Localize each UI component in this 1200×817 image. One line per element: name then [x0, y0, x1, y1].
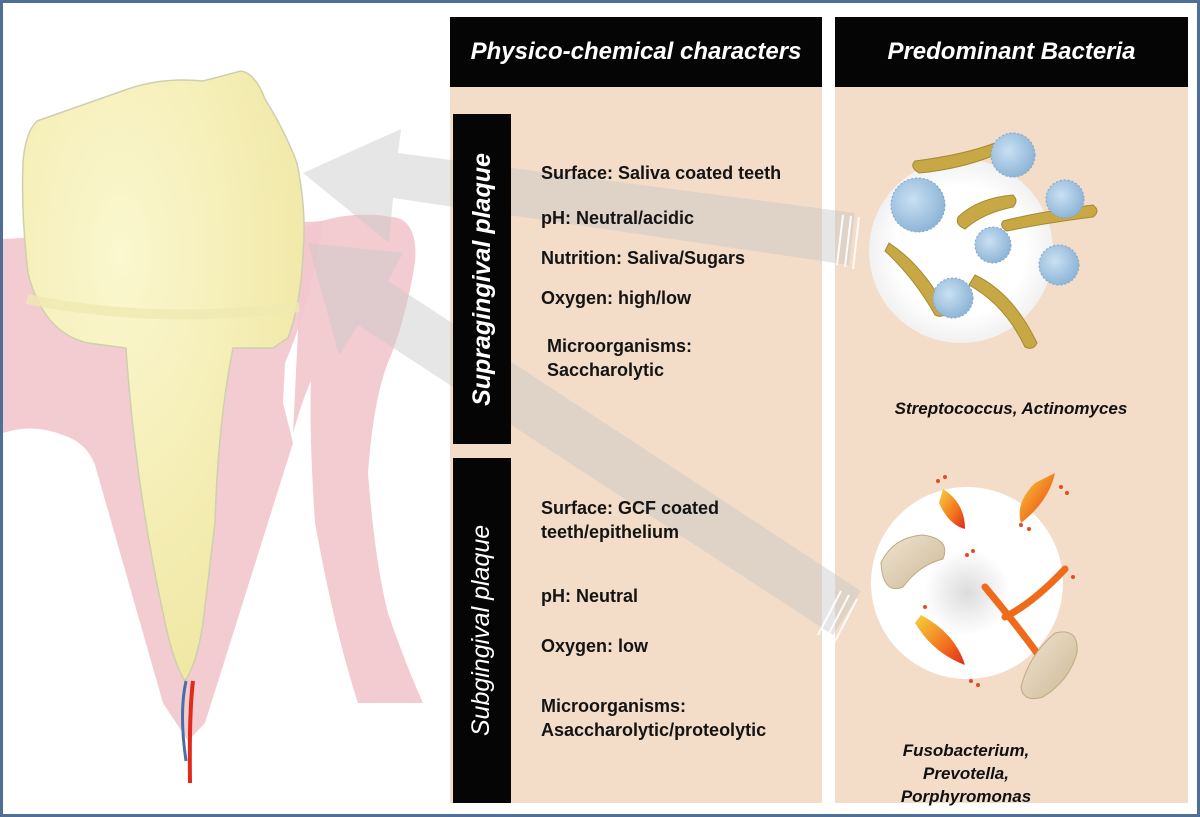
- cocci-bacteria: [890, 132, 1085, 319]
- supra-oxygen: Oxygen: high/low: [541, 288, 692, 308]
- sub-bacteria-names: Fusobacterium, Prevotella, Porphyromonas: [900, 741, 1032, 806]
- supra-surface: Surface: Saliva coated teeth: [541, 163, 782, 183]
- supragingival-label-bar: Supragingival plaque: [453, 114, 511, 444]
- sub-ph: pH: Neutral: [541, 586, 639, 606]
- arrow-tail-lines: [817, 214, 860, 644]
- sub-surface: Surface: GCF coated teeth/epithelium: [541, 498, 720, 542]
- arrow-subgingival: [308, 243, 861, 635]
- bean-bacteria: [880, 534, 1078, 700]
- particle-dots: [923, 475, 1075, 687]
- subgingival-label-bar: Subgingival plaque: [453, 458, 511, 803]
- tooth-crown-line: [25, 294, 300, 320]
- supragingival-label: Supragingival plaque: [467, 152, 496, 406]
- fusiform-bacteria: [915, 473, 1069, 665]
- subgingival-label: Subgingival plaque: [467, 524, 496, 737]
- gum-right: [293, 214, 423, 703]
- nerve-red: [187, 680, 195, 784]
- physico-panel: [450, 87, 822, 803]
- supra-nutrition: Nutrition: Saliva/Sugars: [541, 248, 746, 268]
- physico-chemical-header: Physico-chemical characters: [450, 17, 822, 87]
- tooth: [21, 70, 305, 683]
- sub-oxygen: Oxygen: low: [541, 636, 649, 656]
- predominant-bacteria-header: Predominant Bacteria: [835, 17, 1188, 87]
- supra-ph: pH: Neutral/acidic: [541, 208, 695, 228]
- nerve-blue: [181, 680, 188, 762]
- supra-microorganisms: Microorganisms: Saccharolytic: [547, 336, 693, 380]
- sub-microorganisms: Microorganisms: Asaccharolytic/proteolyt…: [541, 696, 767, 740]
- illustration: [3, 70, 1188, 803]
- supra-bacteria-names: Streptococcus, Actinomyces: [894, 399, 1128, 418]
- arrow-supragingival: [303, 129, 855, 265]
- rod-bacteria: [884, 142, 1098, 349]
